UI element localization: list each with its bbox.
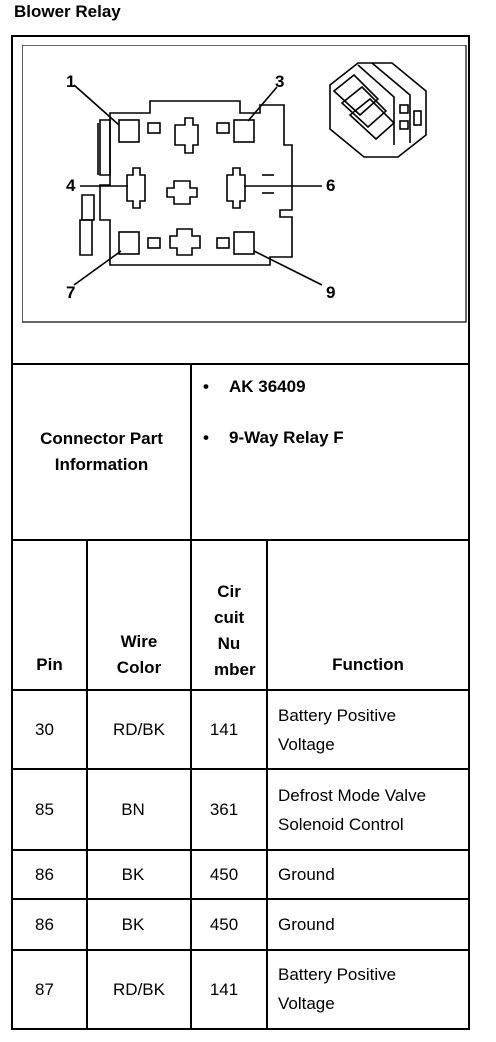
header-function: Function [332,655,404,674]
divider [190,539,192,1030]
divider [11,539,470,541]
divider [11,689,470,691]
divider [190,363,192,541]
divider [11,363,470,365]
part-number: AK 36409 [229,377,306,396]
function-line: Ground [278,915,335,934]
connector-info-label-text: Connector Part Information [40,429,163,474]
table-row-pin: 86 [35,864,54,884]
table-row-function: Battery Positive Voltage [278,701,396,759]
connector-info-label: Connector Part Information [13,365,190,539]
divider [266,539,268,1030]
function-line: Battery Positive [278,965,397,984]
table-row-circuit: 450 [209,914,239,934]
function-line: Solenoid Control [278,815,404,834]
pin-label-7: 7 [66,283,76,302]
table-row-circuit: 361 [209,799,239,819]
table-row-circuit: 141 [209,719,239,739]
header-circuit-number: Cir cuit Nu mber [192,576,266,686]
table-row-wire-color: BN [121,799,145,819]
table-row-function: Defrost Mode Valve Solenoid Control [278,781,426,839]
function-line: Voltage [278,735,335,754]
header-wire-color: Wire Color [88,628,190,682]
function-line: Ground [278,865,335,884]
table-row-wire-color: RD/BK [113,719,165,739]
connector-table [11,35,470,1030]
pin-label-3: 3 [275,72,285,91]
table-row-circuit: 141 [209,979,239,999]
table-row-pin: 86 [35,914,54,934]
function-line: Battery Positive [278,706,397,725]
table-row-pin: 85 [35,799,54,819]
pin-label-1: 1 [66,72,76,91]
connector-diagram [22,45,467,323]
divider [86,539,88,1030]
pin-label-9: 9 [326,283,336,302]
table-row-wire-color: BK [121,914,145,934]
page-title: Blower Relay [14,2,121,21]
connector-info-item: •9-Way Relay F [203,428,344,447]
header-circuit-number-text: Cir cuit Nu mber [214,582,256,679]
table-row-function: Ground [278,860,335,889]
table-row-wire-color: RD/BK [113,979,165,999]
divider [11,949,470,951]
table-row-pin: 87 [35,979,54,999]
table-row-wire-color: BK [121,864,145,884]
table-row-pin: 30 [35,719,54,739]
header-pin: Pin [36,655,63,674]
function-line: Voltage [278,994,335,1013]
divider [11,768,470,770]
divider [11,849,470,851]
header-wire-color-text: Wire Color [116,632,162,677]
table-row-function: Battery Positive Voltage [278,960,396,1018]
relay-type: 9-Way Relay F [229,428,344,447]
pin-label-6: 6 [326,176,336,195]
connector-info-item: •AK 36409 [203,377,306,396]
table-row-function: Ground [278,910,335,939]
table-row-circuit: 450 [209,864,239,884]
divider [11,898,470,900]
function-line: Defrost Mode Valve [278,786,427,805]
pin-label-4: 4 [66,176,76,195]
